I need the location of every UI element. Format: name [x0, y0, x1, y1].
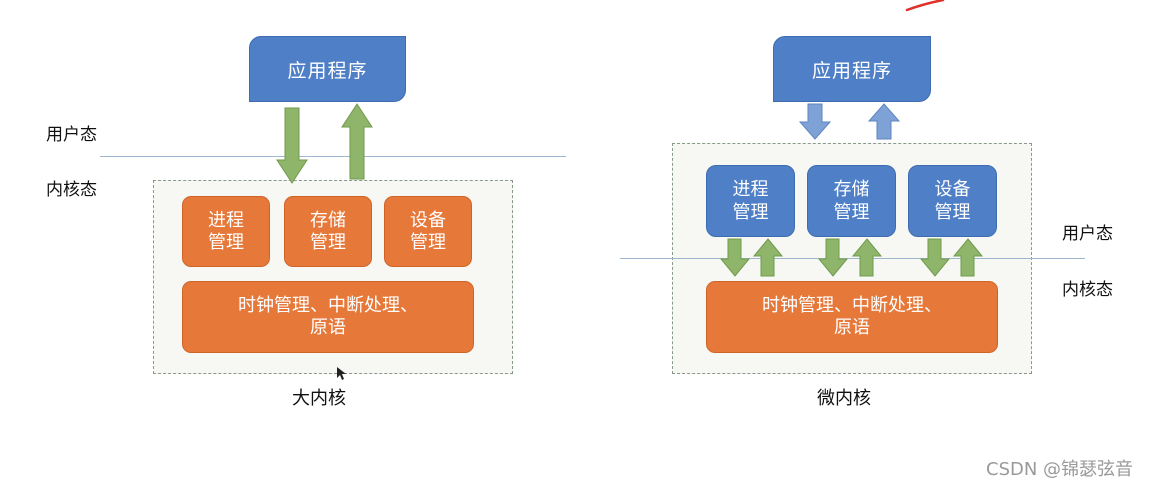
- clock-interrupt-primitive-module-left: 时钟管理、中断处理、 原语: [182, 281, 474, 353]
- application-program-right: 应用程序: [773, 36, 931, 102]
- user-mode-label-right: 用户态: [1062, 224, 1113, 244]
- storage-management-module-right: 存储 管理: [807, 165, 896, 237]
- microkernel-caption: 微内核: [817, 388, 871, 409]
- arrow-up-storage-right: [851, 238, 883, 277]
- device-management-module-left: 设备 管理: [384, 196, 472, 267]
- user-mode-label-left: 用户态: [46, 125, 97, 145]
- kernel-mode-label-right: 内核态: [1062, 280, 1113, 300]
- cursor-icon: [337, 367, 346, 380]
- arrow-down-app-right: [798, 103, 832, 140]
- mode-separator-right: [620, 258, 1085, 259]
- arrow-down-process-right: [719, 238, 751, 277]
- arrow-down-left: [276, 107, 308, 184]
- mode-separator-left: [100, 156, 566, 157]
- process-management-module-right: 进程 管理: [706, 165, 795, 237]
- watermark: CSDN @锦瑟弦音: [986, 459, 1134, 480]
- arrow-up-device-right: [952, 238, 984, 277]
- device-management-module-right: 设备 管理: [908, 165, 997, 237]
- arrow-up-app-right: [867, 103, 901, 140]
- arrow-up-left: [341, 103, 373, 180]
- red-pen-mark: [905, 0, 945, 12]
- clock-interrupt-primitive-module-right: 时钟管理、中断处理、 原语: [706, 281, 998, 353]
- application-program-left: 应用程序: [249, 36, 406, 102]
- kernel-mode-label-left: 内核态: [46, 180, 97, 200]
- arrow-down-storage-right: [817, 238, 849, 277]
- storage-management-module-left: 存储 管理: [284, 196, 372, 267]
- monolithic-kernel-caption: 大内核: [292, 388, 346, 409]
- arrow-down-device-right: [919, 238, 951, 277]
- arrow-up-process-right: [752, 238, 784, 277]
- process-management-module-left: 进程 管理: [182, 196, 270, 267]
